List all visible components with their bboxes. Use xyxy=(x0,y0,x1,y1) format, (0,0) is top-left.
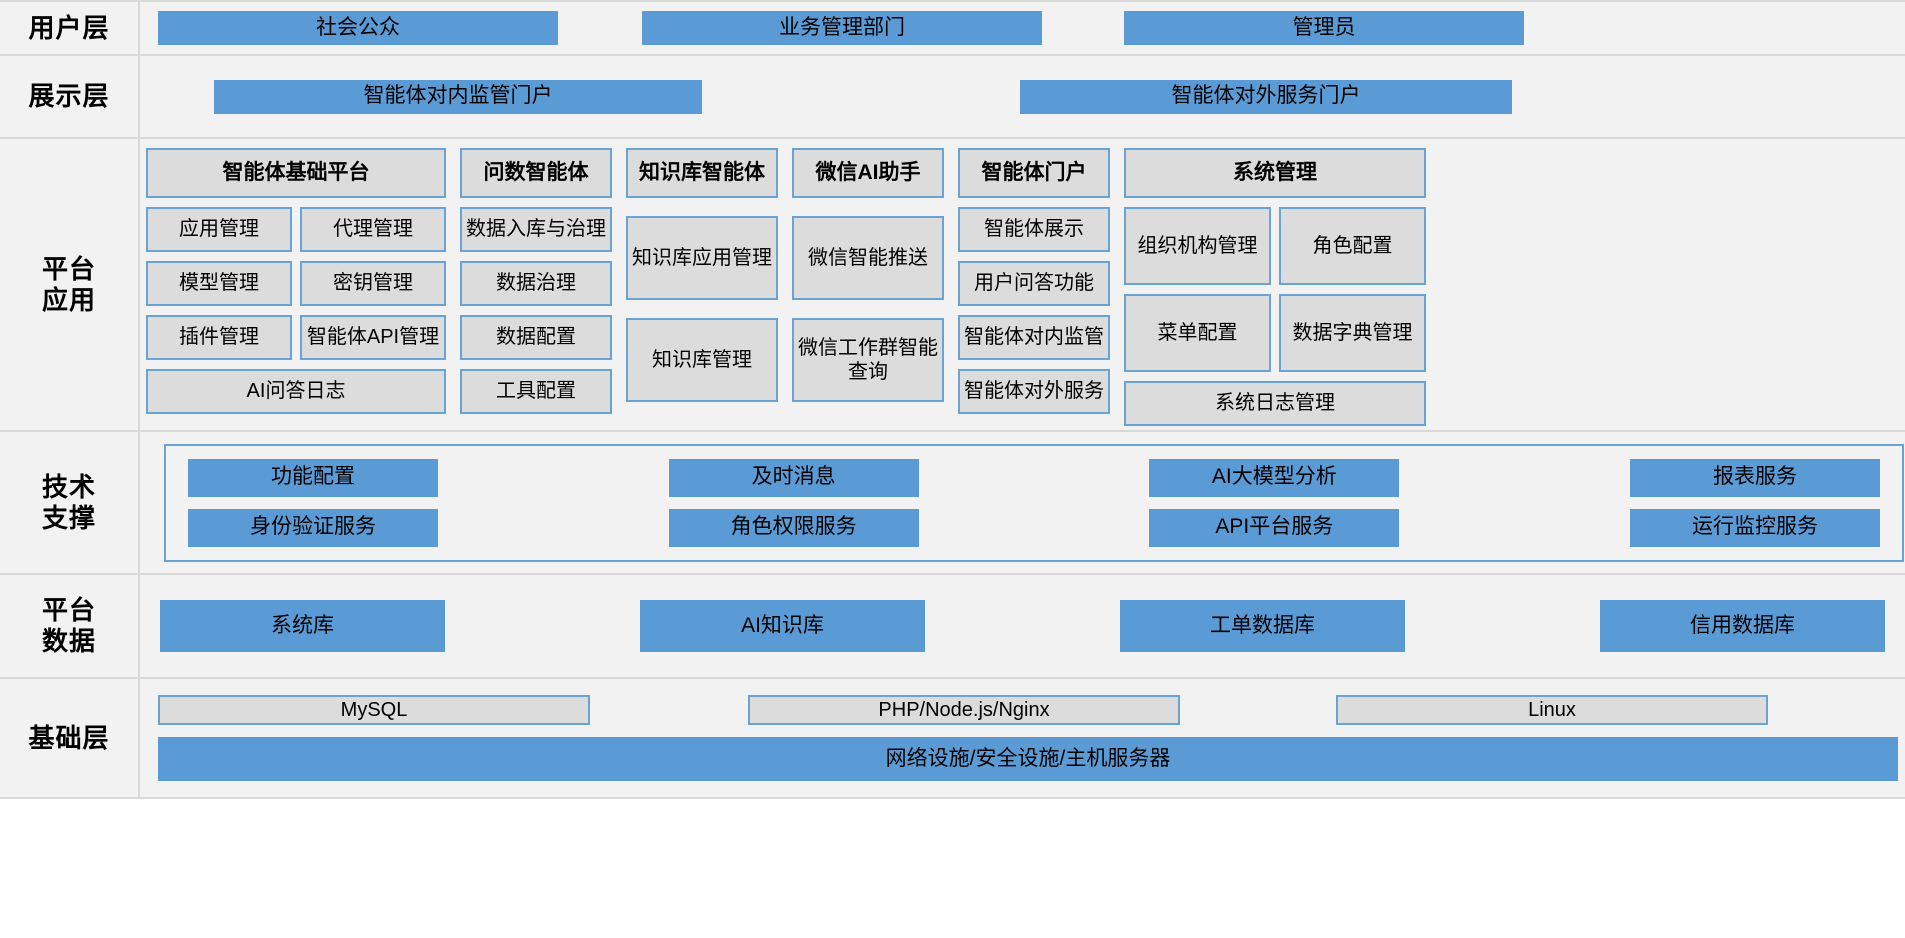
data-item-ai-knowledge-base[interactable]: AI知识库 xyxy=(640,600,925,652)
app-column-title-agent-portal[interactable]: 智能体门户 xyxy=(958,148,1110,198)
app-item-data-dictionary-management[interactable]: 数据字典管理 xyxy=(1279,294,1426,372)
layer-platform-data-body: 系统库 AI知识库 工单数据库 信用数据库 xyxy=(140,575,1905,677)
app-column-title-data-query-agent[interactable]: 问数智能体 xyxy=(460,148,612,198)
layer-user-body: 社会公众 业务管理部门 管理员 xyxy=(140,2,1905,54)
platform-data-label-line1: 平台 xyxy=(41,595,96,626)
app-item-agent-management[interactable]: 代理管理 xyxy=(300,207,446,252)
platform-apps-label-line1: 平台 xyxy=(41,253,96,284)
app-item-tool-configuration[interactable]: 工具配置 xyxy=(460,369,612,414)
app-item-agent-external-service[interactable]: 智能体对外服务 xyxy=(958,369,1110,414)
app-item-organization-management[interactable]: 组织机构管理 xyxy=(1124,207,1271,285)
app-column-data-query-agent: 问数智能体 数据入库与治理 数据治理 数据配置 工具配置 xyxy=(460,148,612,414)
app-column-title-system-management[interactable]: 系统管理 xyxy=(1124,148,1426,198)
user-box-public[interactable]: 社会公众 xyxy=(158,11,558,45)
layer-infrastructure-body: MySQL PHP/Node.js/Nginx Linux 网络设施/安全设施/… xyxy=(140,679,1905,797)
tech-support-label-line1: 技术 xyxy=(41,471,96,502)
tech-support-row-1: 功能配置 及时消息 AI大模型分析 报表服务 xyxy=(188,458,1880,497)
infra-item-php-node-nginx[interactable]: PHP/Node.js/Nginx xyxy=(748,695,1180,725)
tech-support-label-line2: 支撑 xyxy=(41,502,96,533)
infra-item-mysql[interactable]: MySQL xyxy=(158,695,590,725)
infra-item-linux[interactable]: Linux xyxy=(1336,695,1768,725)
layer-presentation-label: 展示层 xyxy=(0,56,140,137)
app-column-title-wechat-ai-assistant[interactable]: 微信AI助手 xyxy=(792,148,944,198)
tech-item-api-platform-service[interactable]: API平台服务 xyxy=(1149,508,1400,547)
app-item-kb-application-management[interactable]: 知识库应用管理 xyxy=(626,216,778,300)
layer-user: 用户层 社会公众 业务管理部门 管理员 xyxy=(0,0,1905,56)
tech-item-runtime-monitoring-service[interactable]: 运行监控服务 xyxy=(1629,508,1880,547)
data-item-credit-db[interactable]: 信用数据库 xyxy=(1600,600,1885,652)
app-column-wechat-ai-assistant: 微信AI助手 微信智能推送 微信工作群智能查询 xyxy=(792,148,944,402)
tech-item-authentication-service[interactable]: 身份验证服务 xyxy=(188,508,438,547)
portal-internal-supervision[interactable]: 智能体对内监管门户 xyxy=(214,79,702,114)
layer-platform-data: 平台 数据 系统库 AI知识库 工单数据库 信用数据库 xyxy=(0,575,1905,679)
app-item-wechat-group-smart-query[interactable]: 微信工作群智能查询 xyxy=(792,318,944,402)
layer-technical-support: 技术 支撑 功能配置 及时消息 AI大模型分析 报表服务 身份验证服务 角色权限… xyxy=(0,432,1905,575)
app-item-user-qa-function[interactable]: 用户问答功能 xyxy=(958,261,1110,306)
user-box-admin[interactable]: 管理员 xyxy=(1124,11,1524,45)
app-item-key-management[interactable]: 密钥管理 xyxy=(300,261,446,306)
infra-item-network-security-host-servers[interactable]: 网络设施/安全设施/主机服务器 xyxy=(158,737,1898,781)
app-item-agent-internal-supervision[interactable]: 智能体对内监管 xyxy=(958,315,1110,360)
layer-technical-support-label: 技术 支撑 xyxy=(0,432,140,573)
tech-support-row-2: 身份验证服务 角色权限服务 API平台服务 运行监控服务 xyxy=(188,508,1880,547)
app-item-data-configuration[interactable]: 数据配置 xyxy=(460,315,612,360)
app-item-agent-showcase[interactable]: 智能体展示 xyxy=(958,207,1110,252)
app-item-wechat-smart-push[interactable]: 微信智能推送 xyxy=(792,216,944,300)
app-item-role-configuration[interactable]: 角色配置 xyxy=(1279,207,1426,285)
app-column-agent-base-platform: 智能体基础平台 应用管理 代理管理 模型管理 密钥管理 插件管理 智能体API管… xyxy=(146,148,446,414)
layer-infrastructure: 基础层 MySQL PHP/Node.js/Nginx Linux 网络设施/安… xyxy=(0,679,1905,799)
app-row: 插件管理 智能体API管理 xyxy=(146,315,446,360)
data-item-system-db[interactable]: 系统库 xyxy=(160,600,445,652)
app-column-system-management: 系统管理 组织机构管理 角色配置 菜单配置 数据字典管理 系统日志管理 xyxy=(1124,148,1426,426)
data-item-work-order-db[interactable]: 工单数据库 xyxy=(1120,600,1405,652)
tech-item-instant-message[interactable]: 及时消息 xyxy=(668,458,919,497)
app-item-menu-configuration[interactable]: 菜单配置 xyxy=(1124,294,1271,372)
app-item-system-log-management[interactable]: 系统日志管理 xyxy=(1124,381,1426,426)
tech-item-function-configuration[interactable]: 功能配置 xyxy=(188,458,438,497)
app-row: 组织机构管理 角色配置 xyxy=(1124,207,1426,285)
platform-apps-label-line2: 应用 xyxy=(41,284,96,315)
layer-platform-applications-label: 平台 应用 xyxy=(0,139,140,430)
layer-platform-data-label: 平台 数据 xyxy=(0,575,140,677)
tech-item-report-service[interactable]: 报表服务 xyxy=(1629,458,1880,497)
app-row: 菜单配置 数据字典管理 xyxy=(1124,294,1426,372)
user-box-business-dept[interactable]: 业务管理部门 xyxy=(642,11,1042,45)
app-item-plugin-management[interactable]: 插件管理 xyxy=(146,315,292,360)
app-row: 应用管理 代理管理 xyxy=(146,207,446,252)
tech-item-role-permission-service[interactable]: 角色权限服务 xyxy=(668,508,919,547)
tech-support-frame: 功能配置 及时消息 AI大模型分析 报表服务 身份验证服务 角色权限服务 API… xyxy=(164,443,1904,562)
layer-presentation-body: 智能体对内监管门户 智能体对外服务门户 xyxy=(140,56,1905,137)
app-item-kb-management[interactable]: 知识库管理 xyxy=(626,318,778,402)
app-item-application-management[interactable]: 应用管理 xyxy=(146,207,292,252)
layer-technical-support-body: 功能配置 及时消息 AI大模型分析 报表服务 身份验证服务 角色权限服务 API… xyxy=(140,432,1905,573)
layer-presentation: 展示层 智能体对内监管门户 智能体对外服务门户 xyxy=(0,56,1905,139)
infrastructure-top-row: MySQL PHP/Node.js/Nginx Linux xyxy=(152,695,1898,725)
layer-infrastructure-label: 基础层 xyxy=(0,679,140,797)
app-item-model-management[interactable]: 模型管理 xyxy=(146,261,292,306)
layer-platform-applications: 平台 应用 智能体基础平台 应用管理 代理管理 模型管理 密钥管理 插件管理 智… xyxy=(0,139,1905,432)
app-item-data-ingestion-governance[interactable]: 数据入库与治理 xyxy=(460,207,612,252)
app-item-agent-api-management[interactable]: 智能体API管理 xyxy=(300,315,446,360)
layer-platform-applications-body: 智能体基础平台 应用管理 代理管理 模型管理 密钥管理 插件管理 智能体API管… xyxy=(140,139,1905,430)
app-item-data-governance[interactable]: 数据治理 xyxy=(460,261,612,306)
platform-data-label-line2: 数据 xyxy=(41,626,96,656)
app-item-ai-qa-log[interactable]: AI问答日志 xyxy=(146,369,446,414)
portal-external-service[interactable]: 智能体对外服务门户 xyxy=(1020,79,1512,114)
infrastructure-bottom-row: 网络设施/安全设施/主机服务器 xyxy=(152,737,1898,781)
layer-user-label: 用户层 xyxy=(0,2,140,54)
app-column-title-knowledge-base-agent[interactable]: 知识库智能体 xyxy=(626,148,778,198)
app-column-title-agent-base-platform[interactable]: 智能体基础平台 xyxy=(146,148,446,198)
tech-item-ai-large-model-analysis[interactable]: AI大模型分析 xyxy=(1149,458,1400,497)
app-row: 模型管理 密钥管理 xyxy=(146,261,446,306)
app-column-agent-portal: 智能体门户 智能体展示 用户问答功能 智能体对内监管 智能体对外服务 xyxy=(958,148,1110,414)
app-column-knowledge-base-agent: 知识库智能体 知识库应用管理 知识库管理 xyxy=(626,148,778,402)
